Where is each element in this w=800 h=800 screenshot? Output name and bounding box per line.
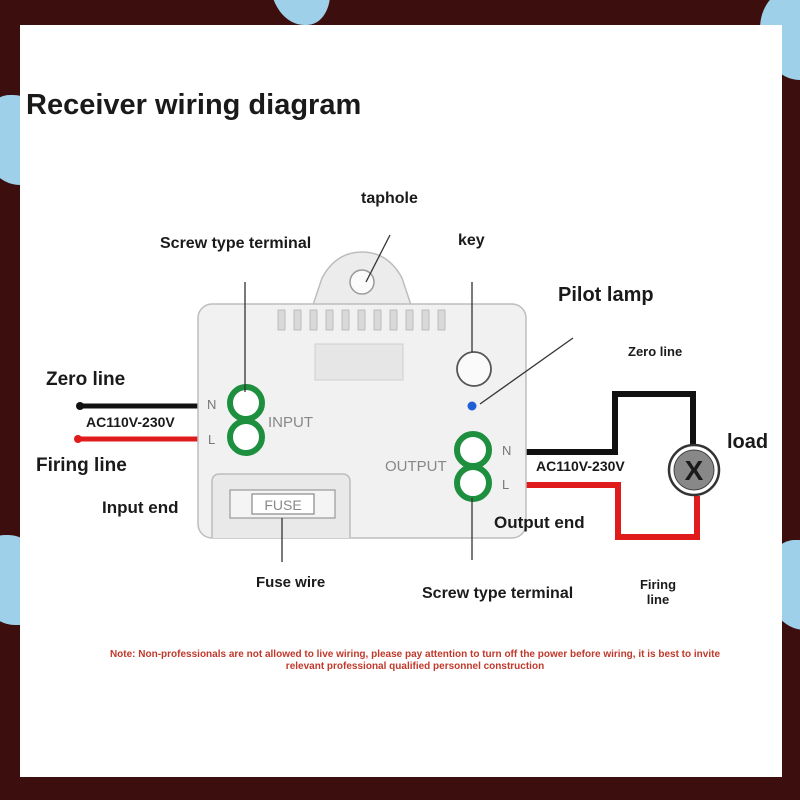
screw-terminal-bottom-label: Screw type terminal xyxy=(422,585,573,602)
output-end-label: Output end xyxy=(494,513,585,532)
receiver-device: N L INPUT OUTPUT N L FUSE xyxy=(197,251,527,539)
firing-line-left-label: Firing line xyxy=(36,455,127,476)
input-label: INPUT xyxy=(268,414,313,431)
pilot-lamp-label: Pilot lamp xyxy=(558,284,654,306)
vent-slots xyxy=(277,309,446,331)
note-line-1: Note: Non-professionals are not allowed … xyxy=(110,649,721,660)
input-end-label: Input end xyxy=(102,498,178,517)
page-title: Receiver wiring diagram xyxy=(26,89,361,121)
lamp-symbol: X xyxy=(685,455,704,486)
note-line-2: relevant professional qualified personne… xyxy=(286,661,544,672)
input-zero-wire-end xyxy=(76,402,84,410)
output-firing-wire xyxy=(505,482,700,540)
output-n-label: N xyxy=(502,443,511,458)
input-terminal-n xyxy=(227,384,265,422)
fuse-body xyxy=(251,493,315,515)
output-terminal-l xyxy=(454,464,492,502)
load-label: load xyxy=(727,431,768,453)
output-voltage-label: AC110V-230V xyxy=(536,458,625,474)
input-n-label: N xyxy=(207,397,216,412)
fuse-text: FUSE xyxy=(264,497,301,513)
key-label: key xyxy=(458,232,485,249)
zero-line-left-label: Zero line xyxy=(46,369,125,390)
wires xyxy=(74,391,700,540)
taphole-label: taphole xyxy=(361,190,418,207)
input-l-label: L xyxy=(208,432,215,447)
output-terminal-n xyxy=(454,431,492,469)
firing-right-label-1: Firing xyxy=(640,577,676,592)
input-terminal-l xyxy=(227,418,265,456)
key-button xyxy=(456,351,492,387)
screw-terminal-top-label: Screw type terminal xyxy=(160,235,311,252)
firing-right-label-2: line xyxy=(647,592,669,607)
input-voltage-label: AC110V-230V xyxy=(86,414,175,430)
pilot-lamp-led xyxy=(467,401,477,411)
pointer-lines xyxy=(244,234,574,562)
zero-line-right-label: Zero line xyxy=(628,344,682,359)
output-label: OUTPUT xyxy=(385,458,447,475)
output-zero-wire xyxy=(505,391,696,455)
fuse-wire-label: Fuse wire xyxy=(256,574,325,591)
output-l-label: L xyxy=(502,477,509,492)
load-lamp: X xyxy=(667,443,721,497)
taphole-hole xyxy=(349,269,375,295)
label-recess xyxy=(314,343,404,381)
input-firing-wire-end xyxy=(74,435,82,443)
